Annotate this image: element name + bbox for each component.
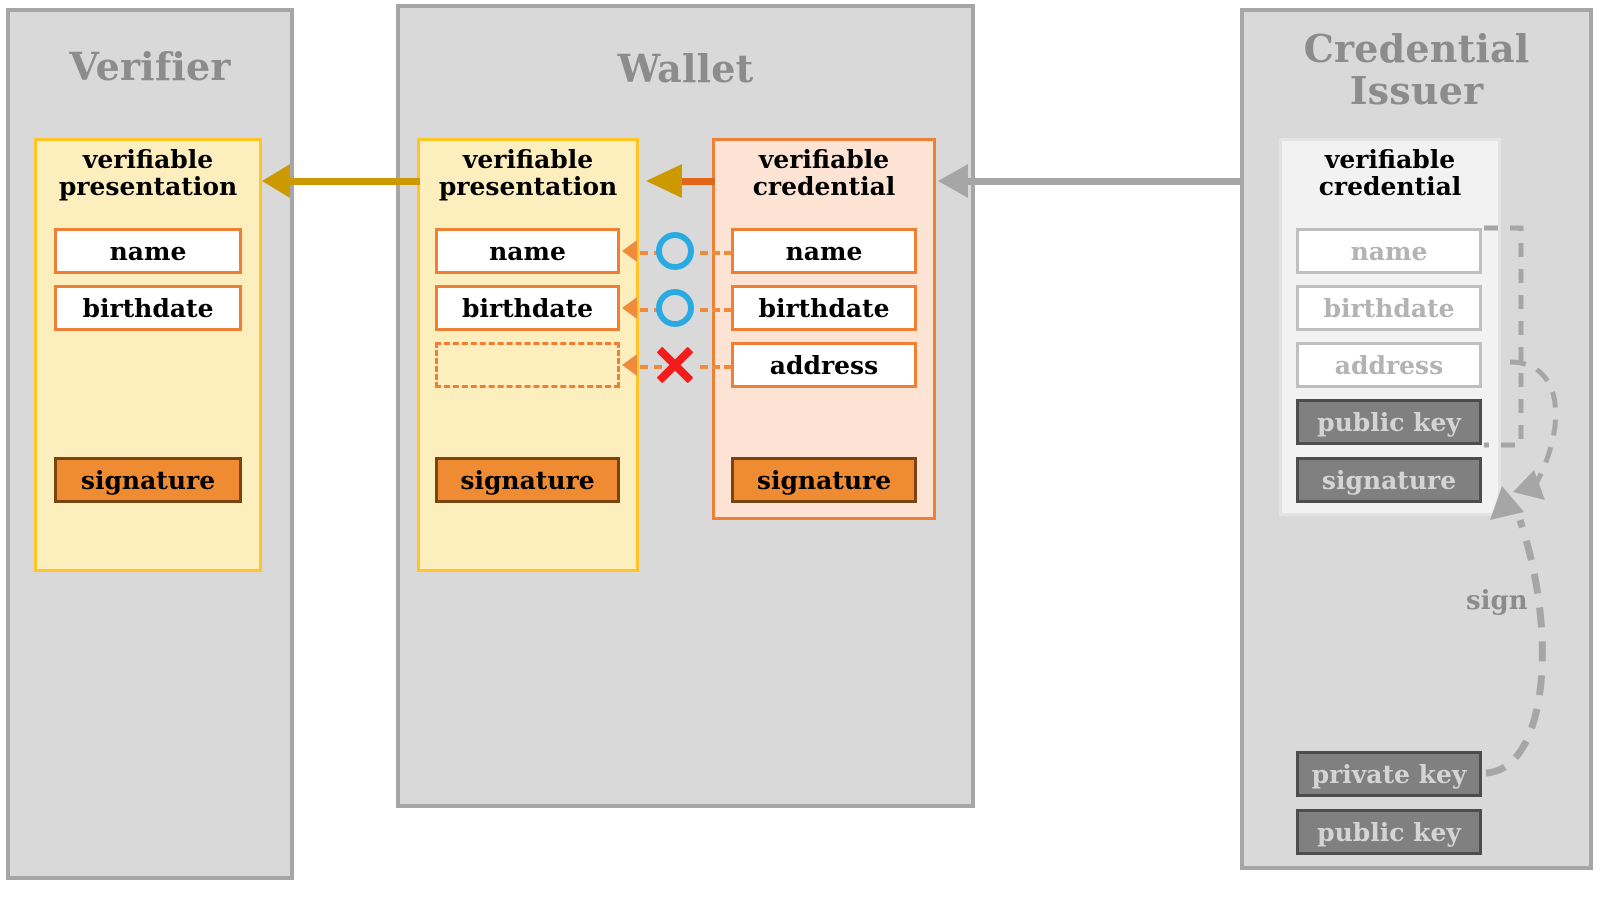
disclosure-line-name-left (640, 251, 662, 255)
panel-verifier-title: Verifier (69, 44, 231, 89)
wallet-vp-title: verifiable presentation (438, 145, 618, 201)
verifier-vp-claim-name: name (54, 228, 242, 274)
disclosure-arrowhead-address (622, 354, 637, 376)
wallet-vp-claim-name: name (435, 228, 620, 274)
issuer-private-key: private key (1296, 751, 1482, 797)
issuer-vc-claim-birthdate: birthdate (1296, 285, 1482, 331)
disclosure-line-birthdate-left (640, 308, 662, 312)
arrow-wallet-to-verifier-line (286, 178, 420, 185)
arrow-credential-to-presentation-line (680, 178, 715, 185)
wallet-vc-claim-address: address (731, 342, 917, 388)
issuer-vc-claim-address: address (1296, 342, 1482, 388)
arrow-wallet-to-verifier-head (262, 164, 290, 198)
wallet-vc-claim-birthdate: birthdate (731, 285, 917, 331)
issuer-vc-public-key: public key (1296, 399, 1482, 445)
arrow-issuer-to-wallet-head (938, 164, 968, 198)
wallet-vc-claim-name: name (731, 228, 917, 274)
wallet-vp-signature: signature (435, 457, 620, 503)
issuer-public-key: public key (1296, 809, 1482, 855)
panel-credential-issuer-title: Credential Issuer (1303, 26, 1530, 113)
disclosure-line-birthdate-right (700, 308, 732, 312)
wallet-vc-signature: signature (731, 457, 917, 503)
wallet-vp-claim-withheld-placeholder (435, 342, 620, 388)
disclosure-line-name-right (700, 251, 732, 255)
sign-label: sign (1466, 586, 1528, 616)
disclosure-arrowhead-birthdate (622, 297, 637, 319)
verifier-verifiable-presentation (34, 138, 262, 572)
arrow-issuer-to-wallet-line (967, 178, 1242, 185)
verifier-vp-title: verifiable presentation (58, 145, 238, 201)
wallet-vc-title: verifiable credential (752, 145, 896, 201)
verifier-vp-signature: signature (54, 457, 242, 503)
disclosure-line-address-left (640, 365, 662, 369)
arrow-credential-to-presentation-head (646, 164, 682, 198)
panel-wallet-title: Wallet (617, 46, 754, 91)
issuer-vc-signature: signature (1296, 457, 1482, 503)
disclosure-line-address-right (700, 365, 732, 369)
verifier-vp-claim-birthdate: birthdate (54, 285, 242, 331)
disclosure-arrowhead-name (622, 240, 637, 262)
disclosure-marker-address-withheld-icon (655, 345, 695, 385)
disclosure-marker-name-ok-icon (656, 232, 694, 270)
wallet-vp-claim-birthdate: birthdate (435, 285, 620, 331)
issuer-vc-claim-name: name (1296, 228, 1482, 274)
disclosure-marker-birthdate-ok-icon (656, 289, 694, 327)
issuer-vc-title: verifiable credential (1318, 145, 1462, 201)
